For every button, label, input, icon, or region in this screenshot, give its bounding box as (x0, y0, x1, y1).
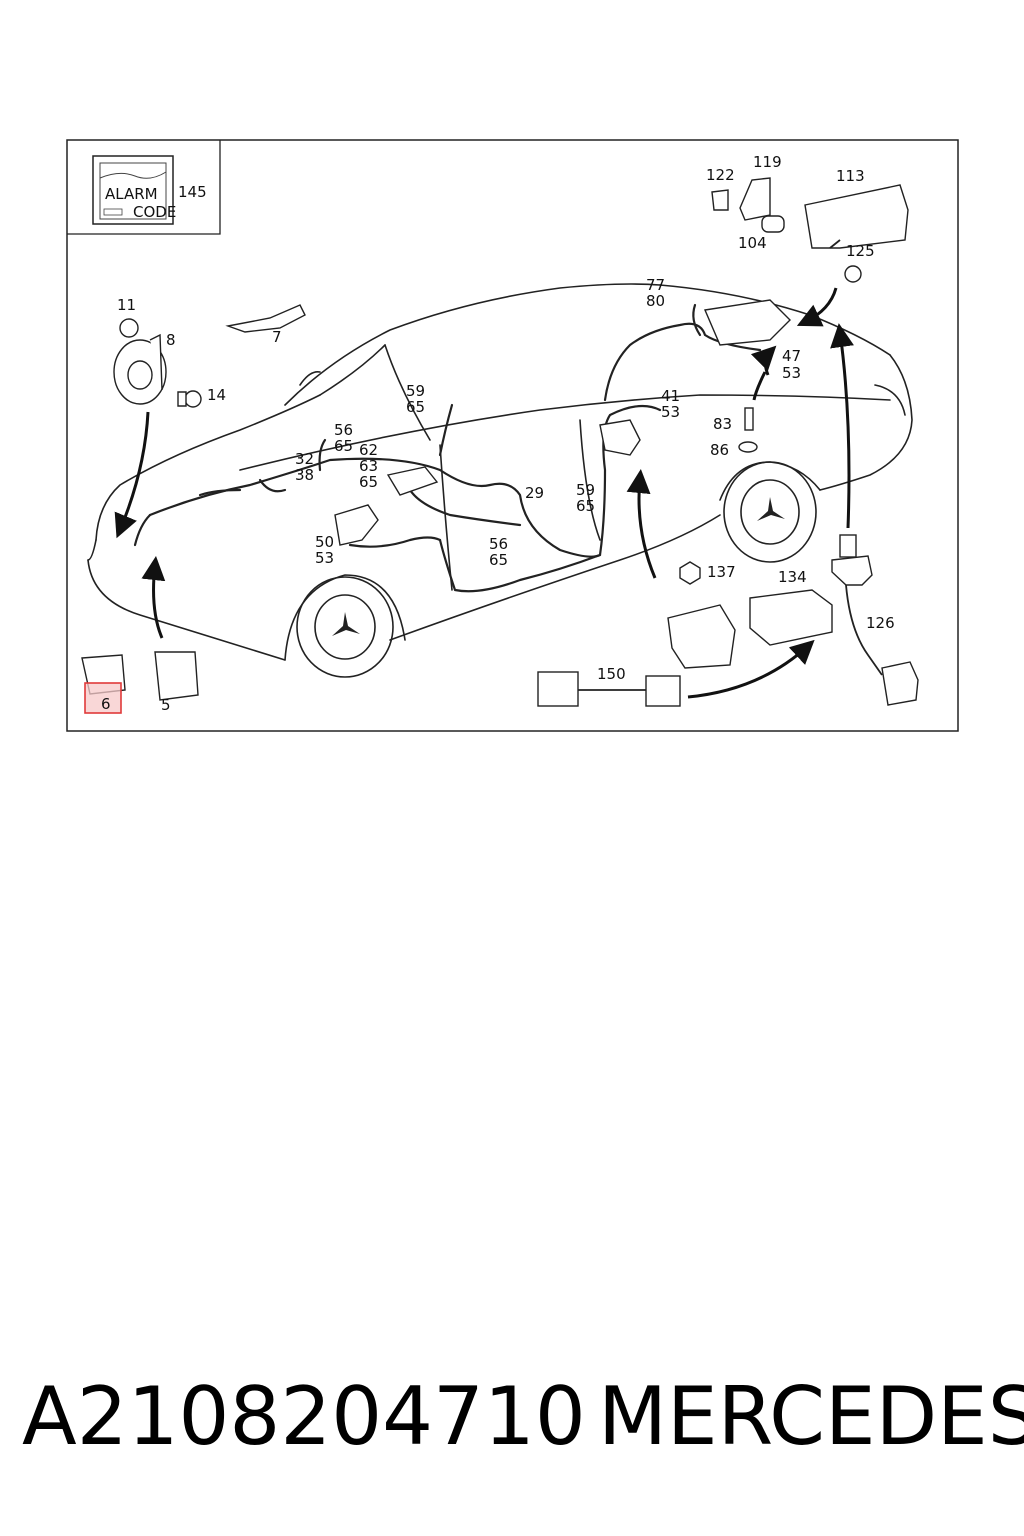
callout-126: 126 (866, 614, 895, 632)
connector-wires (578, 239, 883, 691)
code-badge-text: CODE (133, 203, 176, 221)
callout-labels: 145 122 119 113 104 125 11 8 7 14 77 80 … (84, 153, 895, 714)
part-number: A2108204710 (22, 1370, 586, 1463)
callout-145: 145 (178, 183, 207, 201)
callout-65-roof: 65 (406, 398, 425, 416)
make-label: MERCEDES (598, 1370, 1024, 1463)
callout-29: 29 (525, 484, 544, 502)
callout-150: 150 (597, 665, 626, 683)
callout-83: 83 (713, 415, 732, 433)
callout-62: 62 (359, 441, 378, 459)
callout-7: 7 (272, 328, 282, 346)
inset-box: ALARM CODE (67, 140, 221, 235)
callout-65-door: 65 (576, 497, 595, 515)
callout-59-door: 59 (576, 481, 595, 499)
callout-47: 47 (782, 347, 801, 365)
callout-6: 6 (101, 695, 111, 713)
callout-122: 122 (706, 166, 735, 184)
callout-65-pillar: 65 (334, 437, 353, 455)
highlight-box-6 (84, 682, 122, 714)
callout-134: 134 (778, 568, 807, 586)
callout-32: 32 (295, 450, 314, 468)
callout-65-ecu: 65 (359, 473, 378, 491)
wiring-harness (133, 303, 762, 593)
callout-113: 113 (836, 167, 865, 185)
callout-41: 41 (661, 387, 680, 405)
front-wheel (296, 576, 394, 678)
callout-137: 137 (707, 563, 736, 581)
alarm-badge-text: ALARM (105, 185, 158, 203)
callout-77: 77 (646, 276, 665, 294)
car-outline (87, 283, 913, 661)
callout-104: 104 (738, 234, 767, 252)
callout-8: 8 (166, 331, 176, 349)
callout-38: 38 (295, 466, 314, 484)
callout-53-rear: 53 (782, 364, 801, 382)
callout-50: 50 (315, 533, 334, 551)
callout-63: 63 (359, 457, 378, 475)
footer: A2108204710 MERCEDES (0, 1370, 1024, 1480)
callout-53-siren: 53 (661, 403, 680, 421)
pointer-arrows (114, 287, 854, 699)
callout-14: 14 (207, 386, 226, 404)
callout-125: 125 (846, 242, 875, 260)
callout-86: 86 (710, 441, 729, 459)
callout-65-sill: 65 (489, 551, 508, 569)
rear-wheel (723, 461, 817, 563)
part-shapes (81, 177, 919, 707)
callout-56-sill: 56 (489, 535, 508, 553)
callout-56-pillar: 56 (334, 421, 353, 439)
callout-119: 119 (753, 153, 782, 171)
callout-53-front: 53 (315, 549, 334, 567)
callout-80: 80 (646, 292, 665, 310)
callout-5: 5 (161, 696, 171, 714)
callout-11: 11 (117, 296, 136, 314)
callout-59-roof: 59 (406, 382, 425, 400)
